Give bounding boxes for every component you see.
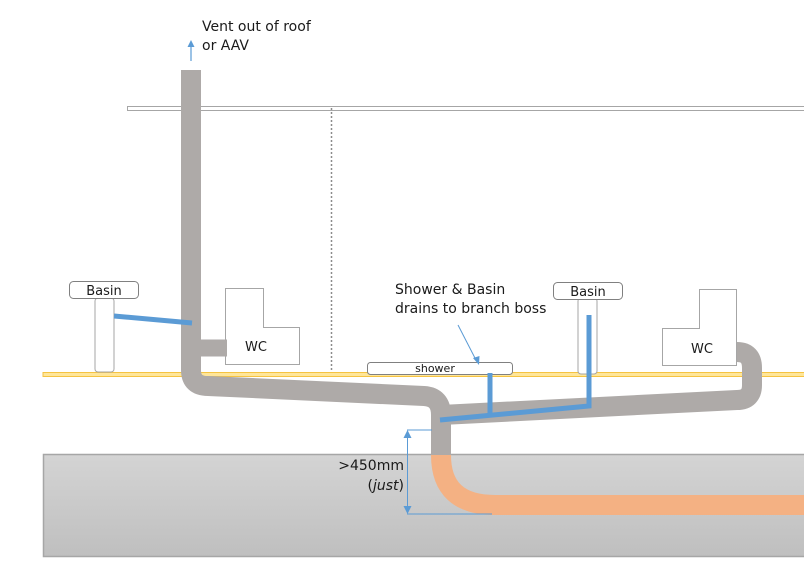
basin-left: Basin — [69, 281, 139, 373]
basin-left-label: Basin — [86, 284, 122, 299]
dim-arrow-down-icon — [403, 506, 412, 514]
basin-left-top — [69, 281, 139, 299]
basin-right-label: Basin — [570, 285, 606, 300]
wc-left: WC — [225, 288, 300, 365]
wc-right-label: WC — [691, 342, 713, 357]
depth-italic-word: just — [371, 478, 399, 494]
basin-right-top — [553, 282, 623, 300]
wc-right: WC — [662, 289, 737, 366]
branch-label-line2: drains to branch boss — [395, 301, 546, 317]
branch-label-line1: Shower & Basin — [395, 282, 505, 298]
wc-left-outline — [225, 288, 300, 365]
depth-dimension: >450mm (just) — [338, 429, 492, 515]
branch-waste-pipe — [439, 315, 592, 423]
depth-qualifier-label: (just) — [368, 478, 404, 494]
vent-arrow-icon — [187, 40, 195, 47]
branch-soil-pipe — [440, 342, 762, 425]
vent-label-line1: Vent out of roof — [202, 19, 312, 35]
depth-value-label: >450mm — [338, 458, 404, 474]
depth-close-paren: ) — [399, 478, 404, 494]
branch-pointer-arrow-icon — [473, 356, 480, 365]
dim-arrow-up-icon — [403, 430, 412, 438]
wc-left-label: WC — [245, 340, 267, 355]
shower-label: shower — [415, 362, 455, 375]
wc-right-outline — [662, 289, 737, 366]
shower: shower — [367, 362, 513, 375]
buried-drain-pipe — [431, 454, 804, 515]
ceiling-line — [127, 106, 804, 111]
branch-pointer-line — [457, 324, 477, 361]
vent-label-line2: or AAV — [202, 38, 249, 54]
basin-left-pedestal — [94, 297, 115, 373]
basin-left-waste-pipe — [113, 313, 193, 326]
depth-open-paren: ( — [368, 478, 373, 494]
shower-tray — [367, 362, 513, 375]
soil-stack-pipe — [181, 70, 451, 455]
